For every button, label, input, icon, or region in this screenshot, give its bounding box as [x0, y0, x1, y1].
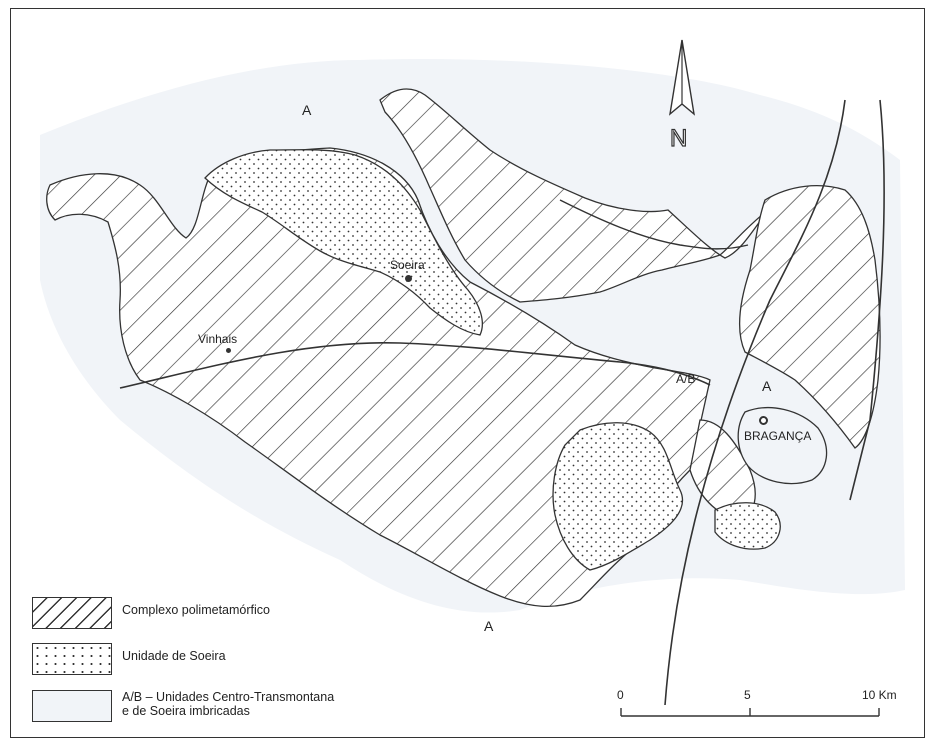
- fault-ew: [119, 342, 711, 389]
- fault-north-spur: [559, 199, 749, 250]
- braganca-lens: [737, 406, 828, 485]
- place-soeira-label: Soeira: [390, 258, 425, 272]
- legend-swatch-dots: [32, 643, 112, 675]
- legend-item-soeira: Unidade de Soeira: [32, 643, 226, 675]
- place-vinhais-label: Vinhais: [198, 332, 238, 346]
- scale-tick-0: 0: [617, 688, 624, 702]
- legend-label-complex: Complexo polimetamórfico: [122, 603, 270, 617]
- unit-a-label-north: A: [302, 102, 312, 118]
- place-vinhais-marker: [226, 348, 231, 353]
- unit-a-label-east: A: [762, 378, 772, 394]
- legend-swatch-hatch: [32, 597, 112, 629]
- fault-ns-far: [849, 99, 885, 501]
- scale-tick-10: 10 Km: [862, 688, 897, 702]
- soeira-unit-north: [204, 149, 483, 336]
- place-braganca-marker: [759, 416, 768, 425]
- legend-item-complex: Complexo polimetamórfico: [32, 597, 270, 629]
- legend-label-soeira: Unidade de Soeira: [122, 649, 226, 663]
- legend-item-ab: A/B – Unidades Centro-Transmontana e de …: [32, 690, 334, 722]
- north-arrow: [669, 39, 695, 116]
- unit-ab-label: A/B: [676, 372, 696, 386]
- complex-north-lobe: [379, 88, 769, 303]
- north-arrow-label: N: [669, 124, 688, 152]
- scale-tick-5: 5: [744, 688, 751, 702]
- place-soeira-marker: [405, 275, 412, 282]
- legend-label-ab: A/B – Unidades Centro-Transmontana e de …: [122, 690, 335, 718]
- place-braganca-label: BRAGANÇA: [744, 429, 812, 443]
- soeira-unit-south: [552, 422, 683, 571]
- fault-ns-east: [664, 99, 846, 706]
- soeira-unit-east: [714, 502, 781, 550]
- legend-swatch-light: [32, 690, 112, 722]
- scale-bar: [620, 708, 880, 717]
- unit-a-label-south: A: [484, 618, 494, 634]
